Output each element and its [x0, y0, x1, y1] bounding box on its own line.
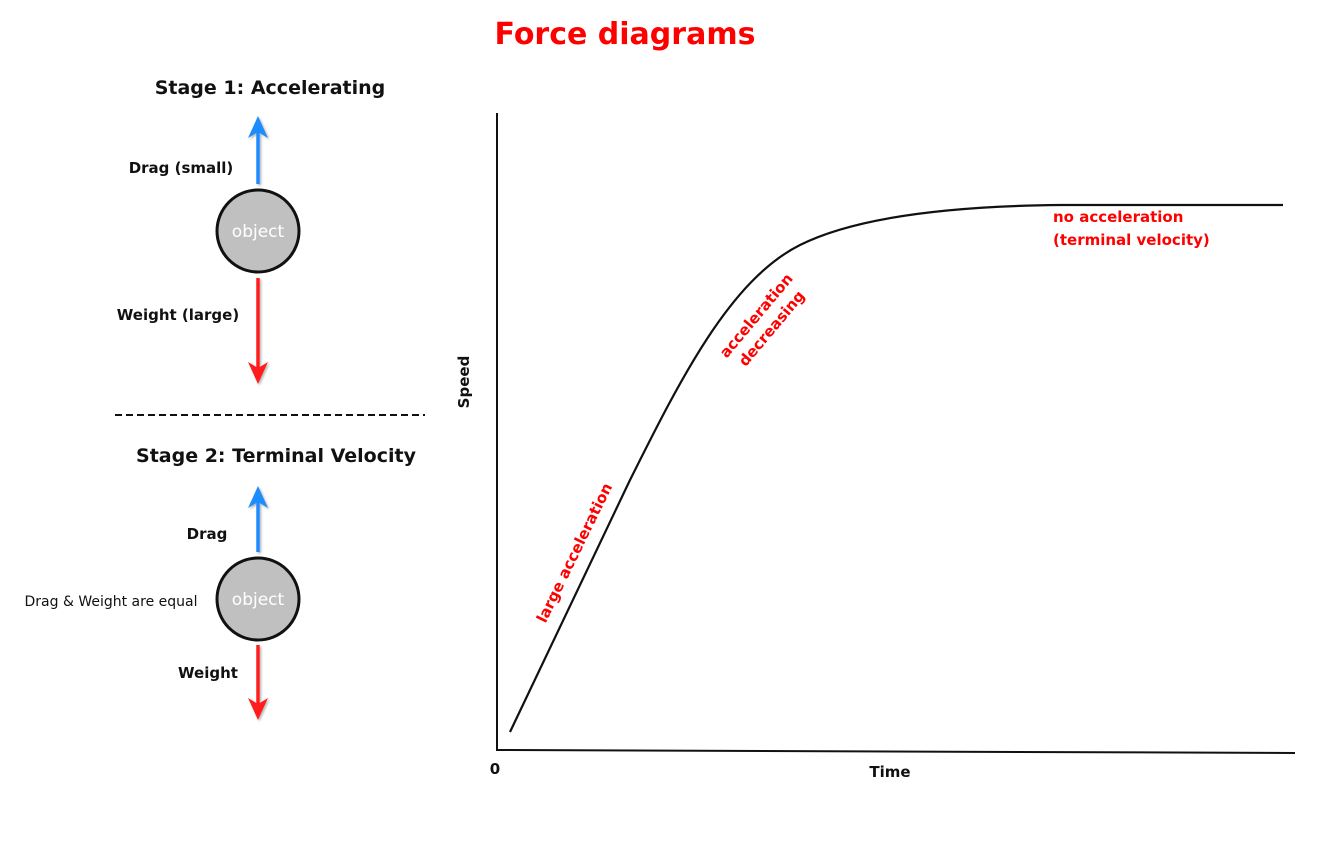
x-axis	[496, 749, 1296, 754]
annotation-large-acceleration: large acceleration	[533, 480, 616, 625]
stage1-weight-label: Weight (large)	[117, 306, 239, 324]
stage2-note: Drag & Weight are equal	[25, 594, 198, 610]
annotation-no-acceleration-line1: no acceleration	[1053, 208, 1183, 226]
speed-time-curve	[509, 203, 1283, 733]
y-axis-label: Speed	[455, 356, 473, 409]
drag-arrow-up-icon	[248, 486, 268, 552]
stage2-heading: Stage 2: Terminal Velocity	[136, 445, 417, 467]
object-circle: object	[215, 556, 301, 642]
weight-arrow-down-icon	[248, 278, 268, 384]
x-axis-label: Time	[869, 763, 910, 781]
page-title: Force diagrams	[495, 17, 756, 52]
object-label: object	[232, 222, 285, 242]
object-circle: object	[215, 188, 301, 274]
weight-arrow-down-icon	[248, 645, 268, 720]
stage2-weight-label: Weight	[178, 664, 238, 682]
drag-arrow-up-icon	[248, 116, 268, 184]
object-label: object	[232, 590, 285, 610]
stage1-drag-label: Drag (small)	[129, 159, 234, 177]
stage2-drag-label: Drag	[187, 525, 228, 543]
annotation-no-acceleration-line2: (terminal velocity)	[1053, 231, 1210, 249]
origin-label: 0	[490, 760, 500, 778]
annotation-acceleration-decreasing: acceleration decreasing	[716, 270, 808, 370]
stage1-heading: Stage 1: Accelerating	[155, 77, 386, 99]
